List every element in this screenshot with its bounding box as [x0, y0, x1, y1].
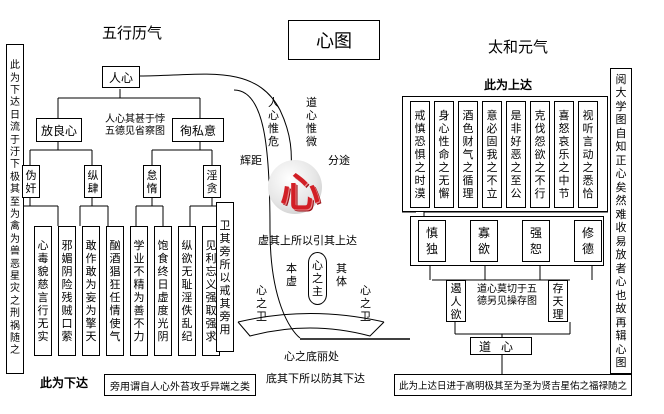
- bottom-column-2-text: 邪媚阴险残贼口萦: [61, 239, 73, 343]
- bottom-column-3-text: 敢作敢为妄为擎天: [85, 239, 97, 343]
- dai-duo-box-text: 怠惰: [146, 168, 158, 195]
- bottom-column-8-text: 见利忘义强取强求: [205, 239, 217, 343]
- bottom-column-1-text: 心毒貌慈言行无实: [37, 239, 49, 343]
- left-note-vertical-box: 卫其旁所以戒其旁用: [216, 202, 234, 352]
- bottom-column-6: 饱食终日虚度光阴: [154, 226, 172, 356]
- yin-tan-box-text: 淫贪: [206, 168, 218, 195]
- right-top-column-7: 喜怒哀乐之中节: [554, 101, 574, 208]
- right-top-column-1-text: 戒慎恐惧之时漠: [414, 109, 426, 200]
- center-top-text: 虚其上所以引其上达: [258, 234, 357, 247]
- fang-liang-xin-box: 放良心: [36, 118, 82, 142]
- left-side-vertical-box: 此为下达日流于汙下极其至为禽为兽恶星灾之刑祸随之: [6, 44, 24, 374]
- left-bottom-note: 旁用谓自人心外苔攻乎异端之类: [104, 374, 256, 396]
- bottom-column-5-text: 学业不精为善不力: [133, 239, 145, 343]
- xin-zhi-zhu-box: 心之主: [308, 252, 327, 305]
- shen-du-box: 慎独: [418, 220, 446, 262]
- left-bottom-label: 此为下达: [40, 376, 89, 390]
- right-side-vertical-box: 阅大学图自知正心矣然难收易放者心也故再辑心图: [610, 68, 632, 374]
- right-top-column-5: 是非好恶之至公: [506, 101, 526, 208]
- right-side-vertical-box-text: 阅大学图自知正心矣然难收易放者心也故再辑心图: [615, 72, 627, 370]
- right-top-column-2: 身心性命之无懈: [434, 101, 454, 208]
- curve-left-label-text: 人心惟危: [268, 96, 279, 148]
- heart-circle: [268, 160, 322, 214]
- bottom-column-7: 纵欲无耻淫佚乱纪: [178, 226, 196, 356]
- right-top-column-1: 戒慎恐惧之时漠: [410, 101, 430, 208]
- xiu-de-box: 修德: [574, 220, 602, 262]
- curve-right-label-text: 道心惟微: [306, 96, 317, 148]
- qi-ti-label-text: 其体: [336, 262, 347, 288]
- cun-tian-li-box-text: 存天理: [552, 281, 564, 321]
- e-ren-yu-box: 遏人欲: [446, 280, 466, 322]
- right-top-column-6-text: 克伐怨欲之不行: [534, 109, 546, 200]
- fork-right-label: 分途: [328, 154, 350, 167]
- xun-si-yi-box: 徇私意: [172, 118, 224, 142]
- left-heading: 五行历气: [102, 24, 163, 42]
- cun-tian-li-box: 存天理: [548, 280, 568, 322]
- right-top-column-8-text: 视听言动之悉恰: [582, 109, 594, 200]
- curve-left-label: 人心惟危: [268, 96, 279, 148]
- xin-zhi-wei-left: 心之卫: [256, 284, 267, 323]
- bottom-column-4-text: 酗酒猖狂任情使气: [109, 239, 121, 343]
- right-top-column-6: 克伐怨欲之不行: [530, 101, 550, 208]
- bottom-column-7-text: 纵欲无耻淫佚乱纪: [181, 239, 193, 343]
- qi-ti-label: 其体: [336, 262, 347, 288]
- left-note-vertical-box-text: 卫其旁所以戒其旁用: [219, 218, 231, 336]
- xin-zhi-di: 心之底丽处: [284, 350, 339, 363]
- xin-zhi-wei-right: 心之卫: [360, 284, 371, 323]
- curve-right-label: 道心惟微: [306, 96, 317, 148]
- xiu-de-box-text: 修德: [581, 226, 594, 256]
- left-side-vertical-box-text: 此为下达日流于汙下极其至为禽为兽恶星灾之刑祸随之: [10, 60, 20, 357]
- zong-si-box-text: 纵肆: [87, 168, 99, 195]
- xin-zhi-wei-left-text: 心之卫: [256, 284, 267, 323]
- right-top-column-2-text: 身心性命之无懈: [438, 109, 450, 200]
- shen-du-box-text: 慎独: [425, 226, 438, 256]
- right-heading: 太和元气: [488, 38, 549, 56]
- right-top-column-4: 意必固我之不立: [482, 101, 502, 208]
- bottom-column-5: 学业不精为善不力: [130, 226, 148, 356]
- renxin-box: 人心: [102, 66, 140, 88]
- right-top-column-3: 酒色财气之循理: [458, 101, 478, 208]
- page-title: 心图: [288, 20, 380, 60]
- center-bottom-text: 底其下所以防其下达: [266, 372, 365, 385]
- fork-left-label: 辉距: [240, 154, 262, 167]
- qiang-shu-box-text: 强恕: [529, 226, 542, 256]
- wei-jian-box: 伪奸: [22, 165, 40, 198]
- zong-si-box: 纵肆: [84, 165, 102, 198]
- bottom-column-6-text: 饱食终日虚度光阴: [157, 239, 169, 343]
- e-ren-yu-box-text: 遏人欲: [450, 281, 462, 321]
- xin-zhi-zhu-box-text: 心之主: [312, 259, 323, 298]
- renxin-note: 人心其甚于悖五德见省察图: [105, 114, 165, 137]
- gua-yu-box: 寡欲: [470, 220, 498, 262]
- right-top-column-5-text: 是非好恶之至公: [510, 109, 522, 200]
- yin-tan-box: 淫贪: [203, 165, 221, 198]
- bottom-column-3: 敢作敢为妄为擎天: [82, 226, 100, 356]
- right-top-label: 此为上达: [484, 78, 533, 92]
- daoxin-box: 道心: [470, 337, 532, 355]
- right-bottom-note: 此为上达日进于高明极其至为圣为贤吉星佑之福禄随之: [394, 374, 632, 396]
- qiang-shu-box: 强恕: [522, 220, 550, 262]
- daoxin-note: 道心莫切于五德另见操存图: [477, 284, 537, 307]
- heart-character: 心: [280, 170, 320, 216]
- right-top-column-8: 视听言动之悉恰: [578, 101, 598, 208]
- wei-jian-box-text: 伪奸: [25, 168, 37, 195]
- right-top-column-4-text: 意必固我之不立: [486, 109, 498, 200]
- ben-xu-label-text: 本虚: [286, 262, 297, 288]
- dai-duo-box: 怠惰: [143, 165, 161, 198]
- bottom-column-2: 邪媚阴险残贼口萦: [58, 226, 76, 356]
- ben-xu-label: 本虚: [286, 262, 297, 288]
- bottom-column-1: 心毒貌慈言行无实: [34, 226, 52, 356]
- right-top-column-7-text: 喜怒哀乐之中节: [558, 109, 570, 200]
- gua-yu-box-text: 寡欲: [477, 226, 490, 256]
- bottom-column-4: 酗酒猖狂任情使气: [106, 226, 124, 356]
- right-top-column-3-text: 酒色财气之循理: [462, 109, 474, 200]
- xin-zhi-wei-right-text: 心之卫: [360, 284, 371, 323]
